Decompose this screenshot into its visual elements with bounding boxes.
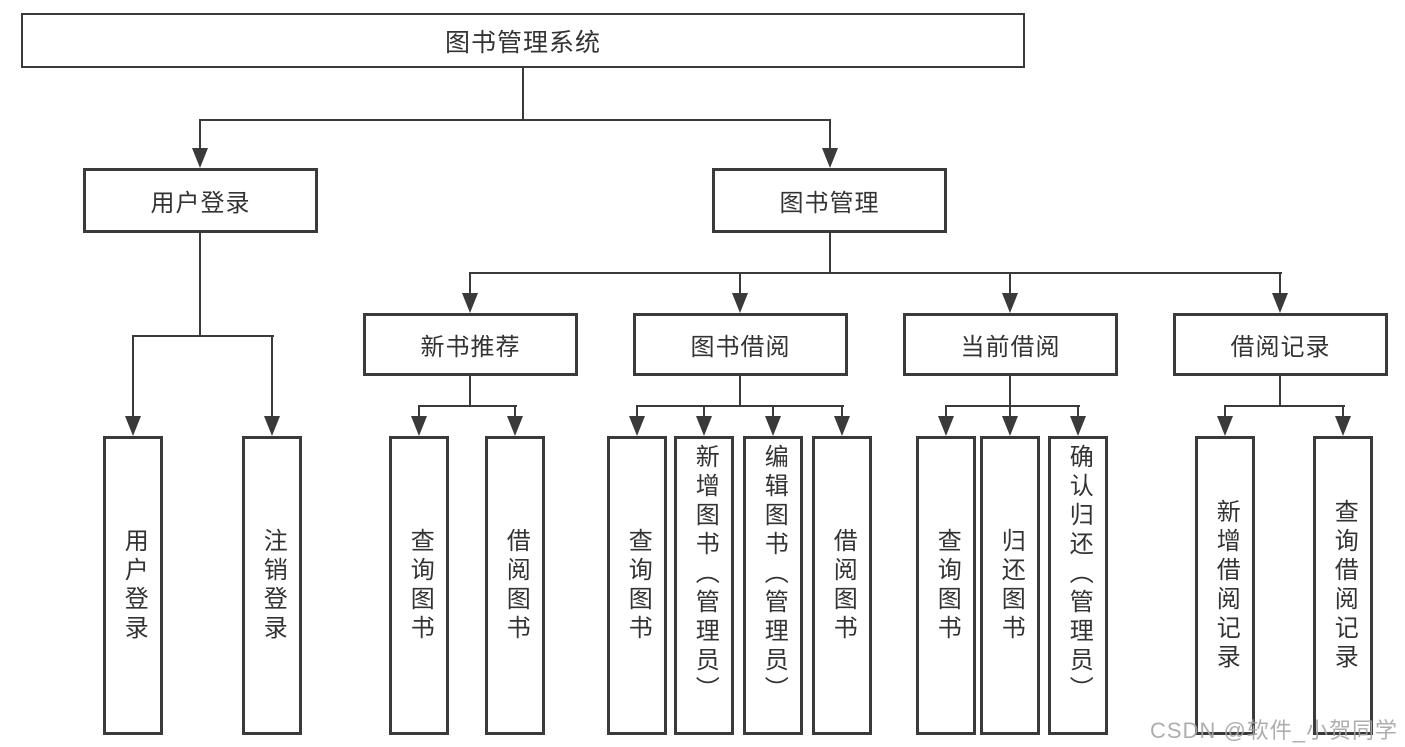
leaf-borrow-books-recommend: 借阅图书 bbox=[485, 436, 545, 735]
arrow-down-icon bbox=[834, 416, 850, 436]
leaf-add-books-admin: 新增图书（管理员） bbox=[674, 436, 734, 735]
connector-line bbox=[469, 376, 471, 407]
arrow-down-icon bbox=[1002, 293, 1018, 313]
leaf-edit-books-admin: 编辑图书（管理员） bbox=[743, 436, 803, 735]
connector-line bbox=[636, 405, 638, 420]
arrow-down-icon bbox=[1272, 293, 1288, 313]
connector-line bbox=[132, 335, 274, 337]
leaf-add-borrow-record: 新增借阅记录 bbox=[1195, 436, 1255, 735]
connector-line bbox=[1224, 405, 1345, 407]
node-user-login: 用户登录 bbox=[83, 168, 318, 233]
connector-line bbox=[1009, 405, 1011, 420]
arrow-down-icon bbox=[696, 416, 712, 436]
leaf-query-books-current: 查询图书 bbox=[916, 436, 976, 735]
leaf-label: 用户登录 bbox=[120, 527, 148, 644]
connector-line bbox=[772, 405, 774, 420]
leaf-logout: 注销登录 bbox=[242, 436, 302, 735]
connector-line bbox=[1279, 272, 1281, 295]
connector-line bbox=[1279, 376, 1281, 407]
connector-line bbox=[1077, 405, 1079, 420]
leaf-label: 查询图书 bbox=[933, 527, 961, 644]
arrow-down-icon bbox=[1335, 416, 1351, 436]
leaf-confirm-return-admin: 确认归还（管理员） bbox=[1048, 436, 1108, 735]
leaf-label: 借阅图书 bbox=[502, 527, 530, 644]
connector-line bbox=[739, 376, 741, 407]
connector-line bbox=[132, 335, 134, 420]
connector-line bbox=[739, 272, 741, 295]
connector-line bbox=[469, 272, 1282, 274]
leaf-label: 确认归还（管理员） bbox=[1065, 444, 1093, 705]
connector-line bbox=[1009, 272, 1011, 295]
node-new-book-recommendation: 新书推荐 bbox=[363, 313, 578, 376]
node-library-management-system: 图书管理系统 bbox=[21, 13, 1025, 68]
connector-line bbox=[271, 335, 273, 420]
node-book-borrowing: 图书借阅 bbox=[633, 313, 848, 376]
arrow-down-icon bbox=[1070, 416, 1086, 436]
connector-line bbox=[841, 405, 843, 420]
connector-line bbox=[1342, 405, 1344, 420]
node-current-borrowing: 当前借阅 bbox=[903, 313, 1118, 376]
leaf-borrow-books: 借阅图书 bbox=[812, 436, 872, 735]
leaf-query-borrow-record: 查询借阅记录 bbox=[1313, 436, 1373, 735]
leaf-label: 新增图书（管理员） bbox=[691, 444, 719, 705]
csdn-watermark: CSDN @软件_小贺同学 bbox=[1150, 718, 1399, 743]
connector-line bbox=[703, 405, 705, 420]
leaf-label: 新增借阅记录 bbox=[1212, 498, 1240, 673]
node-borrowing-records: 借阅记录 bbox=[1173, 313, 1388, 376]
connector-line bbox=[945, 405, 1080, 407]
arrow-down-icon bbox=[192, 148, 208, 168]
leaf-label: 查询图书 bbox=[406, 527, 434, 644]
connector-line bbox=[829, 233, 831, 274]
node-book-management: 图书管理 bbox=[712, 168, 947, 233]
arrow-down-icon bbox=[732, 293, 748, 313]
connector-line bbox=[522, 68, 524, 120]
connector-line bbox=[945, 405, 947, 420]
leaf-label: 借阅图书 bbox=[829, 527, 857, 644]
leaf-label: 查询借阅记录 bbox=[1330, 498, 1358, 673]
connector-line bbox=[636, 405, 844, 407]
connector-line bbox=[418, 405, 517, 407]
connector-line bbox=[514, 405, 516, 420]
leaf-label: 查询图书 bbox=[624, 527, 652, 644]
arrow-down-icon bbox=[125, 416, 141, 436]
arrow-down-icon bbox=[1217, 416, 1233, 436]
leaf-query-books-recommend: 查询图书 bbox=[389, 436, 449, 735]
connector-line bbox=[199, 233, 201, 337]
arrow-down-icon bbox=[822, 148, 838, 168]
leaf-return-books: 归还图书 bbox=[980, 436, 1040, 735]
leaf-query-books-borrowing: 查询图书 bbox=[607, 436, 667, 735]
arrow-down-icon bbox=[938, 416, 954, 436]
arrow-down-icon bbox=[462, 293, 478, 313]
arrow-down-icon bbox=[507, 416, 523, 436]
arrow-down-icon bbox=[411, 416, 427, 436]
leaf-label: 注销登录 bbox=[259, 527, 287, 644]
arrow-down-icon bbox=[264, 416, 280, 436]
connector-line bbox=[199, 119, 831, 121]
connector-line bbox=[1009, 376, 1011, 407]
arrow-down-icon bbox=[1002, 416, 1018, 436]
connector-line bbox=[1224, 405, 1226, 420]
leaf-label: 归还图书 bbox=[997, 527, 1025, 644]
connector-line bbox=[469, 272, 471, 295]
arrow-down-icon bbox=[629, 416, 645, 436]
arrow-down-icon bbox=[765, 416, 781, 436]
leaf-label: 编辑图书（管理员） bbox=[760, 444, 788, 705]
connector-line bbox=[199, 119, 201, 152]
leaf-user-login: 用户登录 bbox=[103, 436, 163, 735]
connector-line bbox=[418, 405, 420, 420]
connector-line bbox=[829, 119, 831, 152]
